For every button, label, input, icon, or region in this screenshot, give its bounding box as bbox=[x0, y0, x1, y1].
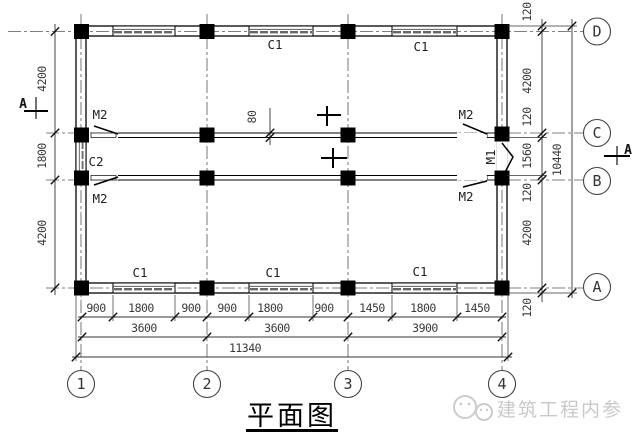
window-label-c1: C1 bbox=[267, 37, 282, 52]
dim-row1-texts: 900 1800 900 900 1800 900 1450 1800 1450 bbox=[86, 301, 491, 315]
axis-bubble-label: D bbox=[592, 23, 601, 41]
window-label-c1: C1 bbox=[412, 264, 427, 279]
door-label-m2: M2 bbox=[92, 191, 107, 206]
axis-bubble-label: 3 bbox=[343, 375, 352, 393]
dim-value: 1800 bbox=[410, 301, 436, 315]
dim-row2-texts: 3600 3600 3900 bbox=[131, 321, 439, 335]
dim-total-height: 10440 bbox=[550, 143, 564, 176]
dim-wall-thickness: 80 bbox=[245, 110, 259, 123]
axis-bubble-label: 1 bbox=[76, 375, 85, 393]
dim-left-texts: 4200 1800 4200 bbox=[35, 66, 49, 246]
door-label-m2: M2 bbox=[458, 107, 473, 122]
window-c1-bottom-row bbox=[112, 282, 458, 294]
dimension-lines bbox=[54, 19, 573, 358]
dim-value: 900 bbox=[86, 301, 106, 315]
door-label-m2: M2 bbox=[458, 189, 473, 204]
dim-value: 900 bbox=[314, 301, 334, 315]
exterior-walls bbox=[75, 25, 508, 294]
dim-value: 4200 bbox=[35, 220, 49, 246]
dim-value: 900 bbox=[181, 301, 201, 315]
dim-value: 4200 bbox=[520, 68, 534, 94]
dim-value: 120 bbox=[520, 183, 534, 203]
window-label-c1: C1 bbox=[265, 265, 280, 280]
dim-value: 1450 bbox=[359, 301, 385, 315]
dim-value: 4200 bbox=[520, 220, 534, 246]
section-letter: A bbox=[624, 143, 632, 158]
door-label-m1: M1 bbox=[483, 149, 498, 164]
windows bbox=[75, 25, 458, 294]
dim-value: 120 bbox=[520, 2, 534, 22]
dim-value: 4200 bbox=[35, 66, 49, 92]
axis-bubble-label: B bbox=[592, 172, 601, 190]
drawing-title: 平面图 bbox=[246, 401, 338, 432]
columns bbox=[74, 24, 510, 296]
dim-value: 1560 bbox=[520, 143, 534, 169]
title-text: 平面图 bbox=[247, 401, 337, 431]
wechat-icon bbox=[453, 395, 493, 421]
dim-value: 3600 bbox=[264, 321, 290, 335]
opening-labels: C1 C1 C1 C1 C1 C2 M2 M2 M2 M2 M1 bbox=[88, 37, 498, 280]
dim-total-width: 11340 bbox=[229, 341, 262, 355]
dim-value: 1450 bbox=[464, 301, 490, 315]
axis-bubble-label: A bbox=[592, 278, 601, 296]
window-c1-top-row bbox=[112, 25, 458, 37]
section-mark-right: A bbox=[604, 143, 632, 165]
dim-value: 3900 bbox=[412, 321, 438, 335]
section-letter: A bbox=[19, 97, 27, 112]
window-label-c1: C1 bbox=[413, 39, 428, 54]
dim-value: 1800 bbox=[128, 301, 154, 315]
door-label-m2: M2 bbox=[92, 107, 107, 122]
door-leaders bbox=[93, 123, 514, 188]
dim-value: 120 bbox=[520, 298, 534, 318]
axis-bubble-label: 4 bbox=[497, 375, 506, 393]
interior-walls bbox=[118, 132, 498, 181]
dim-value: 3600 bbox=[131, 321, 157, 335]
dim-value: 900 bbox=[217, 301, 237, 315]
axis-bubble-label: C bbox=[592, 124, 601, 142]
door-openings bbox=[90, 132, 508, 181]
section-mark-left: A bbox=[19, 97, 48, 119]
dim-value: 120 bbox=[520, 107, 534, 127]
watermark: 建筑工程内参 bbox=[453, 395, 623, 421]
window-label-c1: C1 bbox=[132, 265, 147, 280]
axis-bubbles: 1 2 3 4 D C B A bbox=[66, 17, 612, 399]
dim-right-texts: 120 4200 120 1560 120 4200 120 bbox=[520, 2, 534, 318]
dim-value: 1800 bbox=[35, 143, 49, 169]
dim-value: 1800 bbox=[257, 301, 283, 315]
axis-bubble-label: 2 bbox=[202, 375, 211, 393]
watermark-text: 建筑工程内参 bbox=[497, 399, 623, 421]
window-label-c2: C2 bbox=[88, 154, 103, 169]
center-cross-markers bbox=[317, 106, 347, 168]
